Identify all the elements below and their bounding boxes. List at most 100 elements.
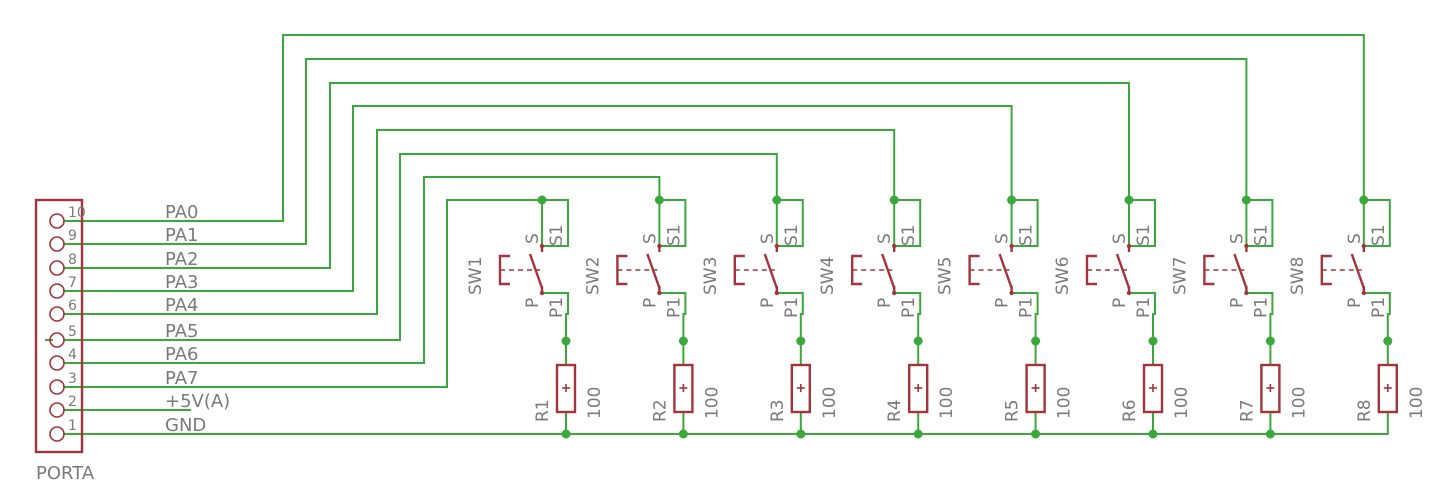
switch-pin-label-s: S <box>1110 233 1130 244</box>
switch-pin-label-p1: P1 <box>1134 297 1154 318</box>
net-wire-pa7 <box>63 199 543 388</box>
switch-s1-wire <box>1245 199 1274 247</box>
connector-pin-circle <box>49 213 65 229</box>
switch-s1-wire <box>1128 199 1156 247</box>
switch-pin-dot <box>774 290 779 296</box>
resistor-name: R7 <box>1237 399 1257 422</box>
connector-pin-circle <box>49 236 65 252</box>
junction-dot <box>678 336 688 346</box>
connector-pin-circle <box>49 355 65 371</box>
connector-pin-number: 7 <box>68 275 77 291</box>
connector-body <box>34 198 84 454</box>
junction-dot <box>913 429 923 439</box>
junction-dot <box>1265 336 1275 346</box>
switch-pin-dot <box>539 290 545 296</box>
switch-p1-wire <box>1128 292 1156 342</box>
connector-name: PORTA <box>36 463 95 484</box>
switch-lever <box>1233 253 1248 289</box>
junction-dot <box>1148 429 1158 439</box>
net-label: GND <box>165 415 206 436</box>
net-label: PA1 <box>165 225 198 246</box>
switch-pin-label-p: P <box>1110 298 1130 308</box>
switch-pin-label-p: P <box>523 298 543 308</box>
switch-pin-dot <box>1244 243 1249 249</box>
junction-dot <box>654 195 664 205</box>
connector-pin-number: 4 <box>68 347 77 363</box>
net-label: +5V(A) <box>165 391 230 412</box>
switch-name: SW5 <box>936 257 956 295</box>
net-label: PA5 <box>165 321 198 342</box>
junction-dot <box>889 195 899 205</box>
net-wire-pa0 <box>63 34 1365 222</box>
gnd-bus <box>63 411 1389 435</box>
junction-dot <box>1031 336 1041 346</box>
junction-dot <box>561 429 571 439</box>
resistor-body <box>1025 363 1046 414</box>
switch-lever <box>763 253 778 289</box>
switch-name: SW3 <box>701 257 721 295</box>
connector-pin-number: 1 <box>68 418 77 434</box>
net-label: PA2 <box>165 249 198 270</box>
junction-dot <box>678 429 688 439</box>
switch-s1-wire <box>775 199 804 247</box>
switch-pin-label-s1: S1 <box>547 224 567 246</box>
resistor-value: 100 <box>937 387 957 419</box>
switch-pin-dot <box>1126 290 1132 296</box>
switch-pin-dot <box>657 290 662 296</box>
switch-pin-label-s: S <box>523 233 543 244</box>
junction-dot <box>1383 336 1393 346</box>
connector-pin-number: 9 <box>68 228 77 244</box>
junction-dot <box>796 429 806 439</box>
junction-dot <box>1265 429 1275 439</box>
switch-pin-label-p1: P1 <box>1251 297 1271 318</box>
switch-pin-dot <box>1244 290 1249 296</box>
switch-name: SW7 <box>1170 257 1190 295</box>
net-label: PA4 <box>165 295 198 316</box>
connector-pin-circle <box>49 306 65 322</box>
connector-pin-circle <box>49 283 65 299</box>
switch-p1-wire <box>893 292 922 342</box>
resistor-body <box>908 363 929 414</box>
switch-pin-dot <box>1009 243 1014 249</box>
switch-s1-wire <box>1362 199 1391 247</box>
net-label: PA6 <box>165 344 198 365</box>
net-label: PA3 <box>165 272 198 293</box>
junction-dot <box>1031 429 1041 439</box>
resistor-name: R5 <box>1003 399 1023 422</box>
switch-s1-wire <box>541 199 569 247</box>
switch-pin-label-p1: P1 <box>1369 297 1389 318</box>
switch-pin-dot <box>657 243 662 249</box>
switch-pin-label-p: P <box>1227 298 1247 308</box>
net-label: PA7 <box>165 368 198 389</box>
resistor-body <box>1142 363 1164 414</box>
junction-dot <box>1007 195 1017 205</box>
switch-lever <box>881 253 896 289</box>
switch-pin-label-p1: P1 <box>1017 297 1037 318</box>
switch-pin-label-p: P <box>1345 298 1365 308</box>
junction-dot <box>913 336 923 346</box>
switch-s1-wire <box>658 199 687 247</box>
switch-pin-dot <box>1361 243 1367 249</box>
connector-pin-number: 3 <box>68 371 77 387</box>
resistor-body <box>790 363 811 414</box>
switch-lever <box>1115 253 1131 289</box>
junction-dot <box>1148 336 1158 346</box>
switch-p1-wire <box>541 292 569 342</box>
connector-pin-circle <box>49 332 65 348</box>
net-wire-pa1 <box>63 58 1248 245</box>
switch-pin-dot <box>1361 290 1367 296</box>
switch-p1-wire <box>658 292 687 342</box>
junction-dot <box>796 336 806 346</box>
switch-pin-label-p1: P1 <box>664 297 684 318</box>
connector-pin-circle <box>49 426 65 442</box>
junction-dot <box>561 336 571 346</box>
switch-name: SW6 <box>1053 257 1073 295</box>
switch-lever <box>528 253 544 289</box>
switch-name: SW2 <box>583 257 603 295</box>
resistor-name: R3 <box>768 399 788 422</box>
switch-pin-dot <box>1126 243 1132 249</box>
switch-pin-label-p1: P1 <box>547 297 567 318</box>
switch-p1-wire <box>1245 292 1274 342</box>
